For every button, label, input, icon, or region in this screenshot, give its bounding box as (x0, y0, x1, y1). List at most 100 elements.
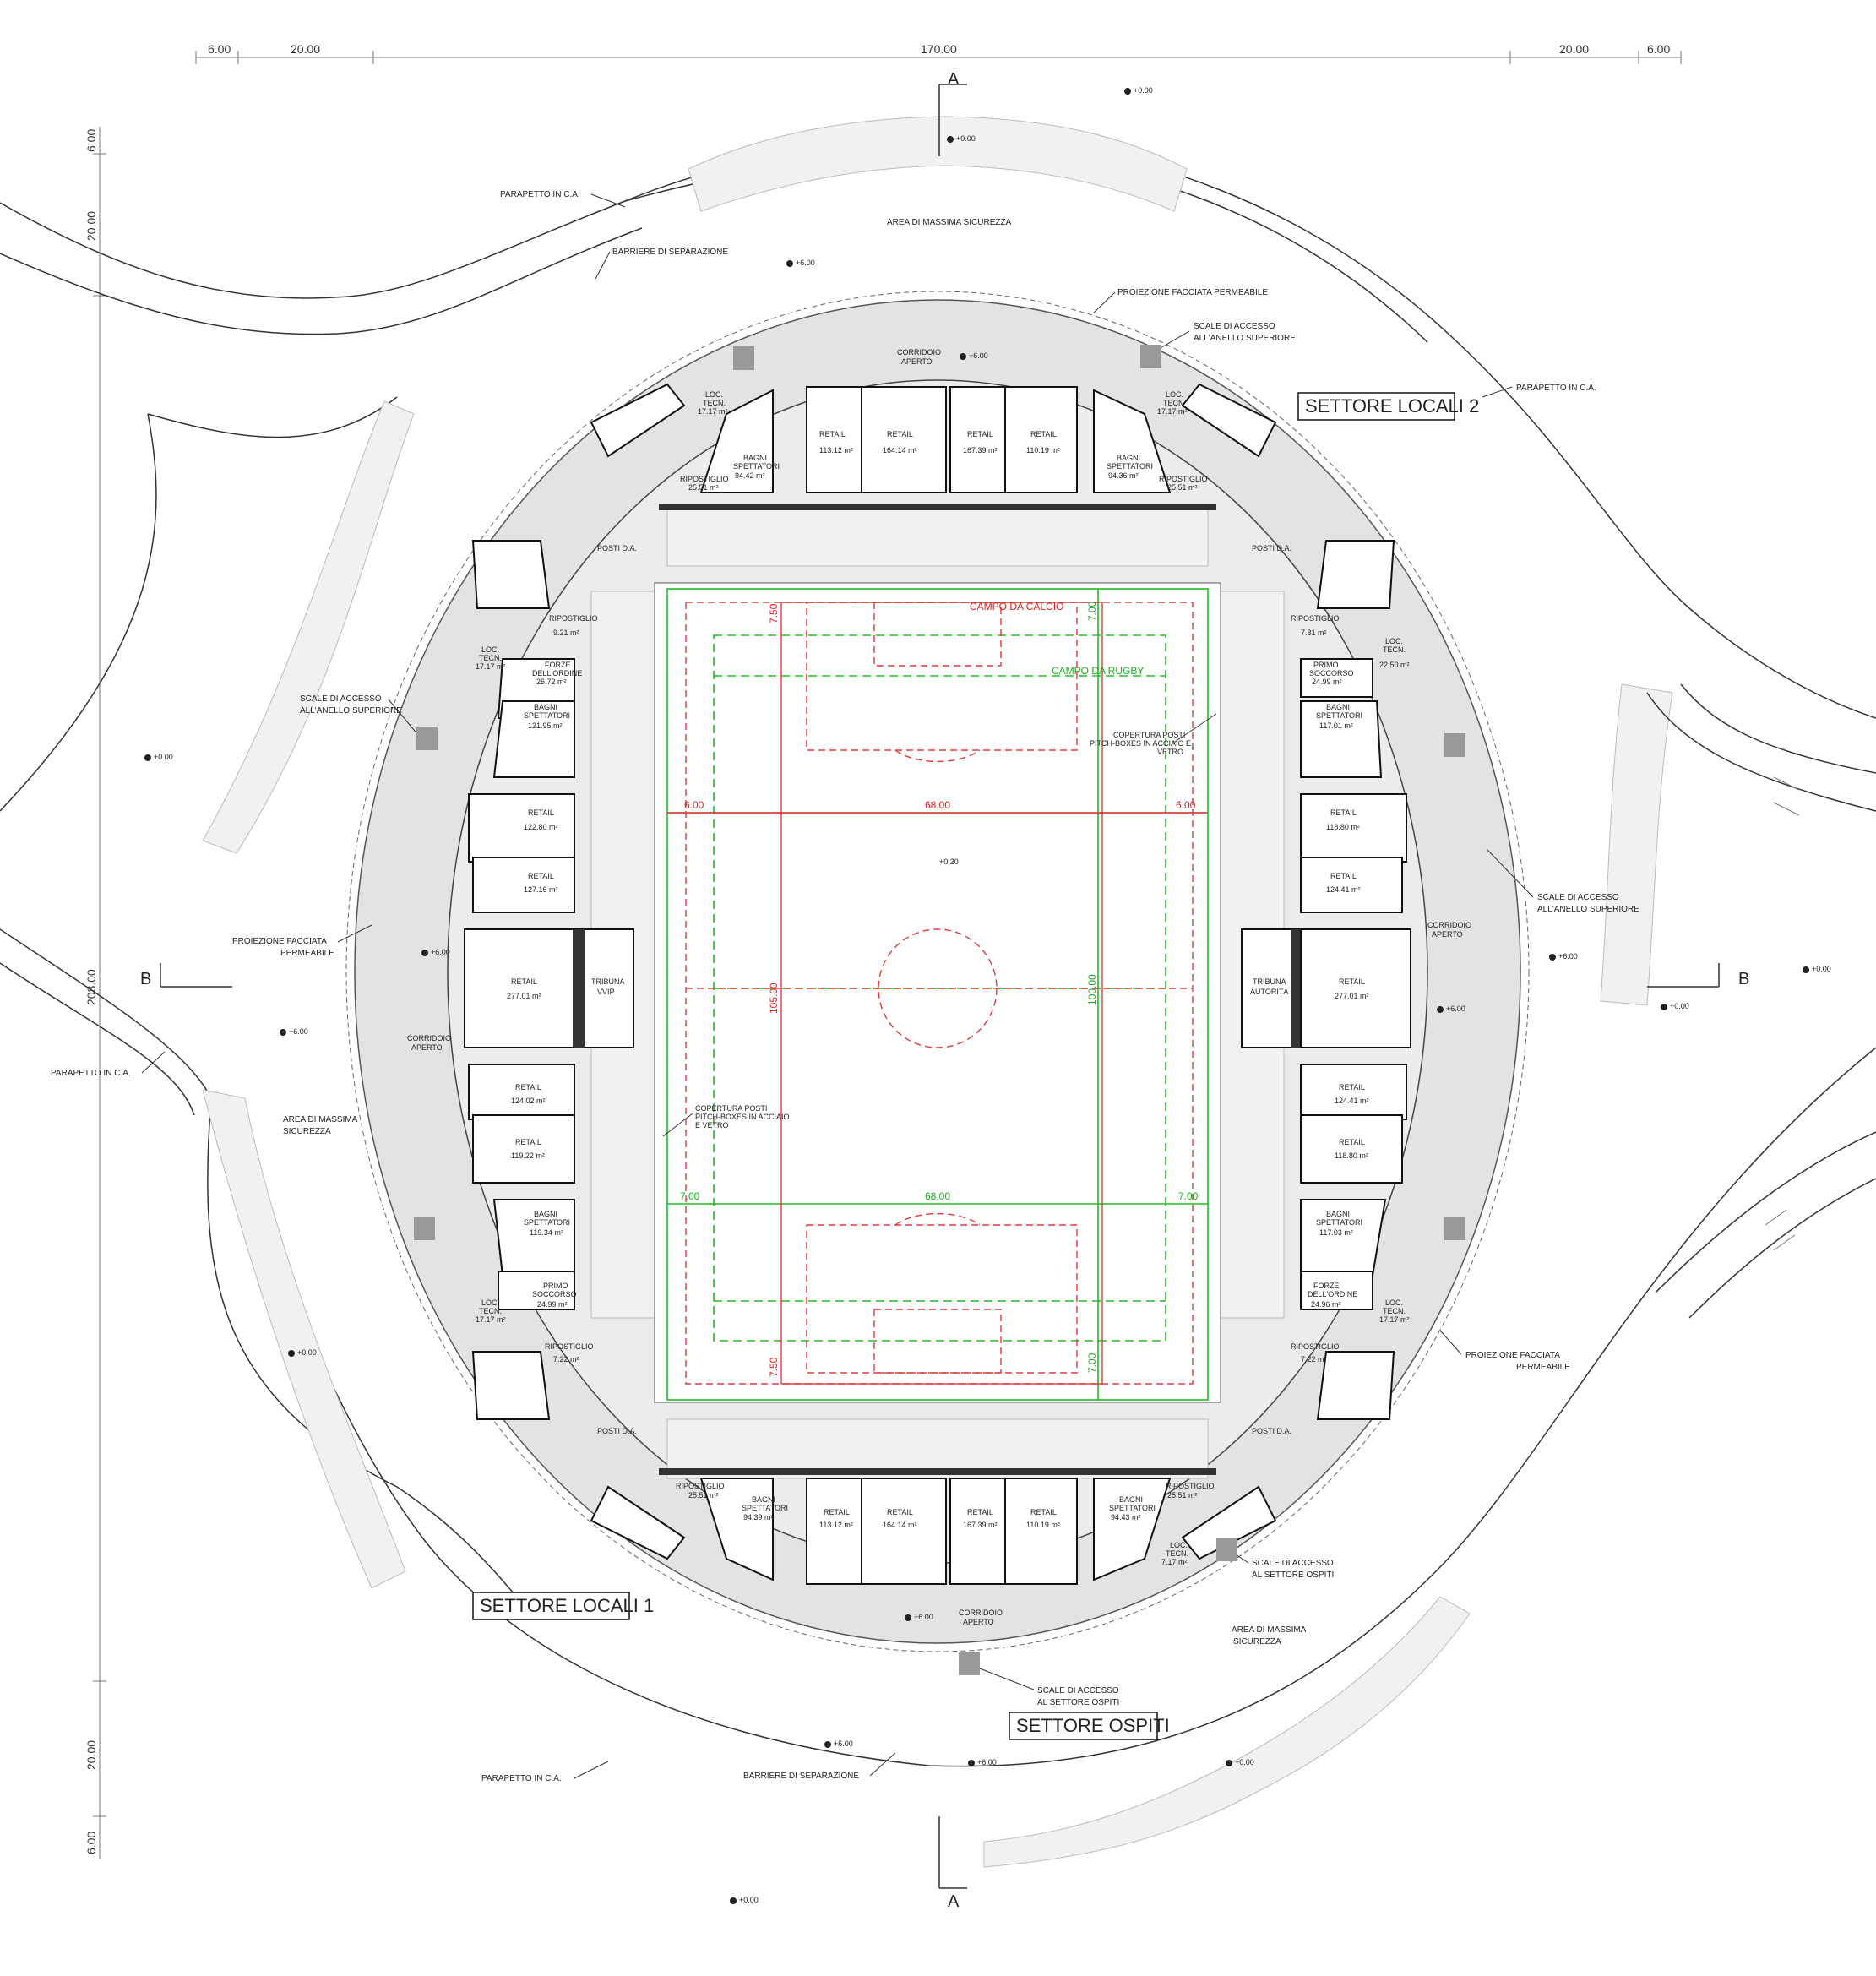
copertura-left: COPERTURA POSTI (695, 1104, 767, 1113)
loc-top-l: LOC. (705, 390, 723, 399)
loc-right-b-area: 17.17 m² (1379, 1315, 1410, 1324)
scale-ospiti-bottom: SCALE DI ACCESSO (1037, 1686, 1119, 1696)
rip-bottom-r-area: 25.51 m² (1167, 1491, 1198, 1500)
retail-bottom-4: RETAIL (1030, 1508, 1057, 1516)
area-sicurezza-left: AREA DI MASSIMA (283, 1115, 358, 1124)
retail-left-1: RETAIL (528, 808, 554, 817)
football-field (667, 602, 1208, 1385)
section-a-top: A (948, 70, 960, 89)
facade-projection (345, 291, 1530, 1652)
loc-right-m-area: 22.50 m² (1379, 661, 1410, 669)
rip-right-l: RIPOSTIGLIO (1291, 1342, 1340, 1351)
retail-top-1-area: 113.12 m² (819, 446, 853, 455)
retail-left-3-area: 277.01 m² (507, 992, 541, 1000)
dim-top-2: 20.00 (291, 42, 320, 56)
bagni-top-l-2: SPETTATORI (733, 462, 780, 471)
loc-top-r-2: TECN. (1163, 399, 1186, 407)
area-sicurezza-top: AREA DI MASSIMA SICUREZZA (887, 218, 1012, 227)
dim-top-5: 6.00 (1647, 42, 1670, 56)
right-rooms (1241, 658, 1411, 1310)
loc-left-m: LOC. (481, 645, 499, 654)
loc-left-m-area: 17.17 m² (476, 662, 506, 671)
corridoio-right-2: APERTO (1432, 930, 1463, 939)
retail-left-4-area: 124.02 m² (511, 1097, 546, 1105)
level-15: +6.00 (977, 1758, 997, 1766)
retail-left-5: RETAIL (515, 1138, 541, 1146)
retail-top-3-area: 167.39 m² (963, 446, 998, 455)
posti-da-tr: POSTI D.A. (1252, 544, 1291, 553)
corridoio-right: CORRIDOIO (1427, 921, 1471, 929)
rip-bottom-l-area: 25.51 m² (688, 1491, 719, 1500)
forze-right-2: DELL'ORDINE (1308, 1290, 1357, 1298)
bagni-left-u-2: SPETTATORI (524, 711, 570, 720)
bagni-bottom-l: BAGNI (752, 1495, 775, 1504)
rip-right-u: RIPOSTIGLIO (1291, 614, 1340, 623)
section-b-right: B (1738, 970, 1749, 988)
section-b-left: B (140, 970, 151, 988)
retail-bottom-3-area: 167.39 m² (963, 1521, 998, 1529)
loc-bottom-r-area: 7.17 m² (1161, 1558, 1188, 1566)
loc-top-r: LOC. (1166, 390, 1183, 399)
retail-right-5: RETAIL (1339, 1138, 1365, 1146)
primo-right-2: SOCCORSO (1309, 669, 1354, 678)
dim-top-4: 20.00 (1559, 42, 1589, 56)
level-6: +6.00 (431, 948, 450, 956)
dim-pitch-end-green-top: 7.00 (1086, 601, 1098, 621)
bagni-bottom-l-area: 94.39 m² (743, 1513, 774, 1521)
retail-top-1: RETAIL (819, 430, 846, 438)
retail-bottom-4-area: 110.19 m² (1026, 1521, 1060, 1529)
loc-left-b: LOC. (481, 1298, 499, 1307)
primo-right-area: 24.99 m² (1312, 678, 1342, 686)
retail-bottom-3: RETAIL (967, 1508, 993, 1516)
corridoio-top-2: APERTO (901, 357, 933, 366)
rip-bottom-l: RIPOSTIGLIO (676, 1482, 725, 1490)
dim-pitch-end-red-bottom: 7.50 (768, 1357, 780, 1377)
level-5: +0.00 (154, 753, 173, 761)
retail-right-1: RETAIL (1330, 808, 1357, 817)
bagni-right-l-2: SPETTATORI (1316, 1218, 1362, 1227)
level-4: +6.00 (969, 351, 988, 360)
proiezione-left-2: PERMEABILE (280, 949, 334, 958)
barriere-top: BARRIERE DI SEPARAZIONE (612, 248, 728, 257)
dim-pitch-green-left: 7.00 (680, 1190, 700, 1202)
retail-right-4: RETAIL (1339, 1083, 1365, 1091)
level-3: +6.00 (796, 259, 815, 267)
bagni-top-r: BAGNI (1117, 454, 1140, 462)
rip-right-u-area: 7.81 m² (1301, 629, 1327, 637)
retail-right-2: RETAIL (1330, 872, 1357, 880)
loc-right-m: LOC. (1385, 637, 1403, 645)
bagni-bottom-r-2: SPETTATORI (1109, 1504, 1156, 1512)
loc-left-m-2: TECN. (479, 654, 502, 662)
proiezione-right-2: PERMEABILE (1516, 1363, 1570, 1372)
level-13: +6.00 (914, 1613, 933, 1621)
dim-left-3: 208.00 (84, 969, 98, 1005)
proiezione-right: PROIEZIONE FACCIATA (1465, 1351, 1560, 1360)
loc-right-b-2: TECN. (1383, 1307, 1406, 1315)
dim-top-1: 6.00 (208, 42, 231, 56)
retail-top-3: RETAIL (967, 430, 993, 438)
level-8: +6.00 (1446, 1004, 1465, 1013)
retail-left-2: RETAIL (528, 872, 554, 880)
pitch-surface (654, 582, 1221, 1403)
scale-anello-left: SCALE DI ACCESSO (300, 694, 382, 704)
rip-top-l: RIPOSTIGLIO (680, 475, 729, 483)
retail-bottom-2: RETAIL (887, 1508, 913, 1516)
forze-left-2: DELL'ORDINE (532, 669, 582, 678)
sector-locali-1-label: SETTORE LOCALI 1 (480, 1595, 654, 1616)
loc-right-b: LOC. (1385, 1298, 1403, 1307)
retail-right-2-area: 124.41 m² (1326, 885, 1361, 894)
dim-left-2: 20.00 (84, 211, 98, 241)
dim-top-3: 170.00 (921, 42, 957, 56)
posti-da-bl: POSTI D.A. (597, 1427, 637, 1435)
rip-top-r: RIPOSTIGLIO (1159, 475, 1208, 483)
scale-anello-top: SCALE DI ACCESSO (1194, 322, 1275, 331)
retail-top-4: RETAIL (1030, 430, 1057, 438)
left-dimension-chain: 6.00 20.00 208.00 20.00 6.00 (84, 127, 106, 1859)
level-pitch: +0.20 (939, 857, 959, 866)
rip-right-l-area: 7.22 m² (1301, 1355, 1327, 1364)
forze-left: FORZE (545, 661, 571, 669)
parapetto-right: PARAPETTO IN C.A. (1516, 384, 1596, 393)
tribuna-autorita: TRIBUNA (1253, 977, 1286, 986)
top-dimension-chain: 6.00 20.00 170.00 20.00 6.00 (195, 42, 1682, 64)
